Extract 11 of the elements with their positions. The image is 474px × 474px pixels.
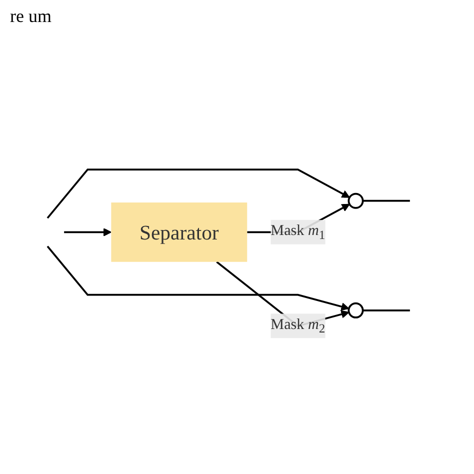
- input-label: re um: [10, 6, 52, 27]
- node-circle: [348, 192, 364, 208]
- node-circle: [348, 302, 364, 318]
- connector: [362, 199, 410, 202]
- arrow: [46, 245, 350, 310]
- edge-label: Mask m$_{1}$: [270, 222, 326, 242]
- node-box: Separator: [111, 202, 248, 262]
- arrow: [46, 168, 350, 218]
- arrow: [64, 228, 112, 236]
- edge-label: Mask m$_{2}$: [270, 316, 326, 336]
- connector: [362, 309, 410, 311]
